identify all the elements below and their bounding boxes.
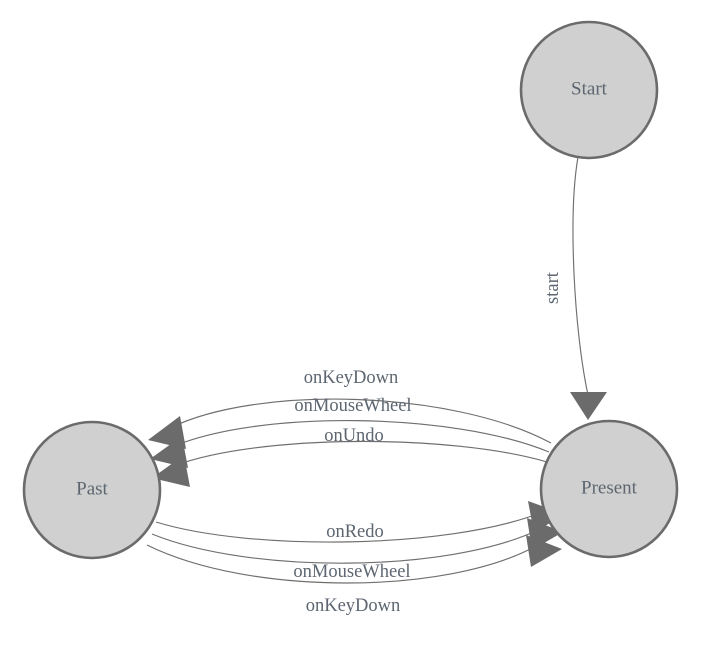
edge-past-to-present-onmousewheel[interactable]: onMouseWheel [151, 518, 563, 582]
edge-past-to-present-onredo[interactable]: onRedo [155, 501, 564, 543]
node-start[interactable]: Start [519, 20, 659, 160]
edge-label-onkeydown-top: onKeyDown [304, 368, 399, 388]
edge-path-past-present-onkeydown [146, 544, 537, 584]
edge-path-present-past-onkeydown [169, 398, 552, 444]
arrowhead-present-past-onundo [152, 455, 190, 487]
edge-path-present-past-onmousewheel [171, 420, 550, 453]
node-present[interactable]: Present [539, 419, 679, 559]
arrowhead-start-present [570, 392, 607, 420]
node-start-circle [519, 20, 659, 160]
edge-label-onundo: onUndo [324, 426, 384, 446]
edge-path-past-present-onmousewheel [151, 529, 539, 564]
edge-path-start-present [572, 156, 589, 396]
edge-past-to-present-onkeydown[interactable]: onKeyDown [146, 535, 562, 616]
edge-label-onmousewheel-top: onMouseWheel [294, 396, 411, 416]
node-start-label: Start [571, 78, 608, 99]
arrowhead-past-present-onkeydown [526, 535, 562, 567]
node-past[interactable]: Past [22, 420, 162, 560]
node-past-label: Past [76, 478, 108, 499]
edge-start-to-present[interactable]: start [543, 156, 607, 420]
edge-label-onmousewheel-bottom: onMouseWheel [293, 562, 410, 582]
edge-path-past-present-onredo [155, 512, 541, 543]
edge-present-to-past-onundo[interactable]: onUndo [152, 426, 548, 487]
node-present-label: Present [581, 477, 638, 498]
edge-label-onkeydown-bottom: onKeyDown [306, 596, 401, 616]
edge-label-start: start [543, 271, 563, 304]
edge-label-onredo: onRedo [326, 522, 384, 542]
edge-path-present-past-onundo [173, 440, 548, 467]
node-present-circle [539, 419, 679, 559]
node-past-circle [22, 420, 162, 560]
